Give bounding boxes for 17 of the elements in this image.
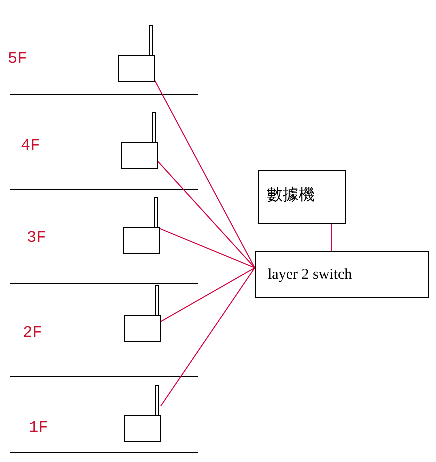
router-icon [121,112,158,169]
floor-label: 1F [29,419,48,438]
modem-box: 數據機 [258,170,346,224]
connector-line [160,268,256,322]
connector-line [158,161,256,268]
router-icon [124,385,161,442]
floor-label: 5F [8,50,28,69]
connector-line [154,80,256,268]
connector-line [160,268,256,407]
floor-label: 4F [21,137,40,156]
router-icon [124,285,161,342]
floor-label: 2F [23,324,42,343]
connector-line [160,228,256,268]
router-icon [123,197,160,254]
floor-label: 3F [27,229,46,248]
router-icon [118,25,155,82]
switch-box: layer 2 switch [255,251,429,298]
